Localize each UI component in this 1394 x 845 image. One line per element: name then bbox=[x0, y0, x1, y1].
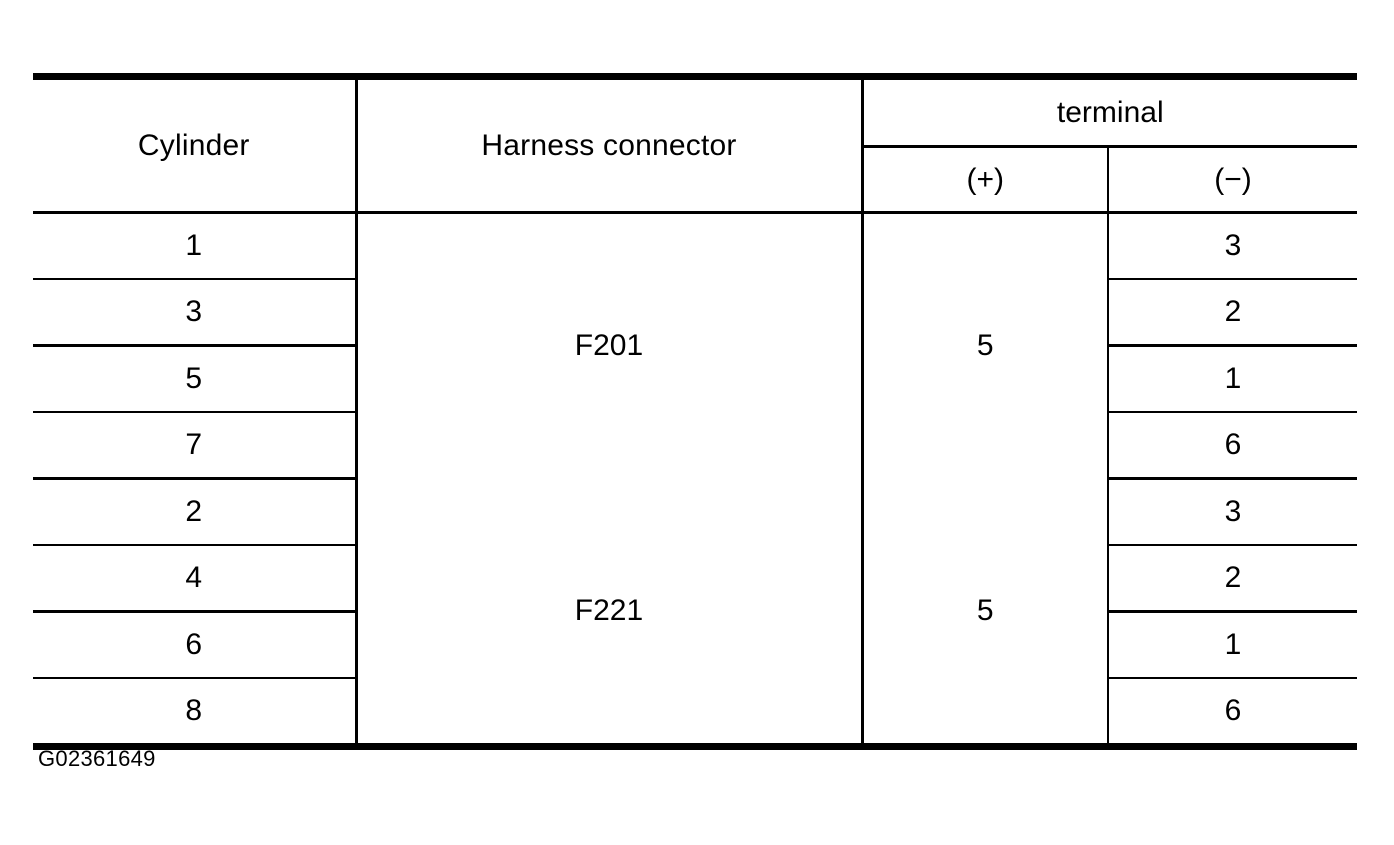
table-top-rule bbox=[33, 73, 1357, 80]
column-header-terminal-negative: (−) bbox=[1106, 146, 1358, 214]
cylinder-terminal-table: Cylinder Harness connector terminal (+) … bbox=[33, 80, 1358, 743]
cell-terminal-negative: 3 bbox=[1106, 478, 1358, 546]
cell-cylinder: 2 bbox=[33, 478, 356, 546]
header-row-primary: Cylinder Harness connector terminal bbox=[33, 80, 1358, 214]
table-row: 6 1 bbox=[33, 611, 1358, 679]
cell-terminal-positive: 5 bbox=[860, 212, 1108, 479]
cell-cylinder: 4 bbox=[33, 545, 356, 613]
cell-cylinder: 7 bbox=[33, 412, 356, 480]
table-row: 2 F221 5 3 bbox=[33, 478, 1358, 743]
cell-cylinder: 3 bbox=[33, 279, 356, 347]
cell-terminal-negative: 6 bbox=[1106, 678, 1358, 743]
cell-cylinder: 5 bbox=[33, 345, 356, 413]
table-bottom-rule bbox=[33, 743, 1357, 750]
table-row: 4 2 bbox=[33, 545, 1358, 613]
cell-terminal-negative: 1 bbox=[1106, 345, 1358, 413]
header-row-secondary: (+) (−) bbox=[33, 146, 1358, 214]
column-header-terminal-positive: (+) bbox=[860, 146, 1108, 214]
table-row: 5 1 bbox=[33, 345, 1358, 413]
cell-terminal-negative: 2 bbox=[1106, 279, 1358, 347]
cell-terminal-positive: 5 bbox=[860, 478, 1108, 743]
table-body: 1 F201 5 3 3 2 5 1 7 6 bbox=[33, 212, 1358, 743]
table-head: Cylinder Harness connector terminal (+) … bbox=[33, 80, 1358, 214]
cell-terminal-negative: 2 bbox=[1106, 545, 1358, 613]
column-header-terminal: terminal bbox=[860, 80, 1358, 148]
table-row: 8 6 bbox=[33, 678, 1358, 743]
cell-terminal-negative: 3 bbox=[1106, 212, 1358, 280]
cell-cylinder: 1 bbox=[33, 212, 356, 280]
figure-id-caption: G02361649 bbox=[38, 746, 156, 771]
spec-table-container: Cylinder Harness connector terminal (+) … bbox=[33, 73, 1358, 750]
cell-harness-connector: F221 bbox=[354, 478, 862, 743]
column-header-harness-connector: Harness connector bbox=[354, 80, 862, 214]
table-row: 3 2 bbox=[33, 279, 1358, 347]
table-row: 1 F201 5 3 bbox=[33, 212, 1358, 479]
cell-cylinder: 8 bbox=[33, 678, 356, 743]
column-header-cylinder: Cylinder bbox=[33, 80, 356, 214]
cell-harness-connector: F201 bbox=[354, 212, 862, 479]
table-row: 7 6 bbox=[33, 412, 1358, 480]
cell-terminal-negative: 1 bbox=[1106, 611, 1358, 679]
cell-terminal-negative: 6 bbox=[1106, 412, 1358, 480]
cell-cylinder: 6 bbox=[33, 611, 356, 679]
